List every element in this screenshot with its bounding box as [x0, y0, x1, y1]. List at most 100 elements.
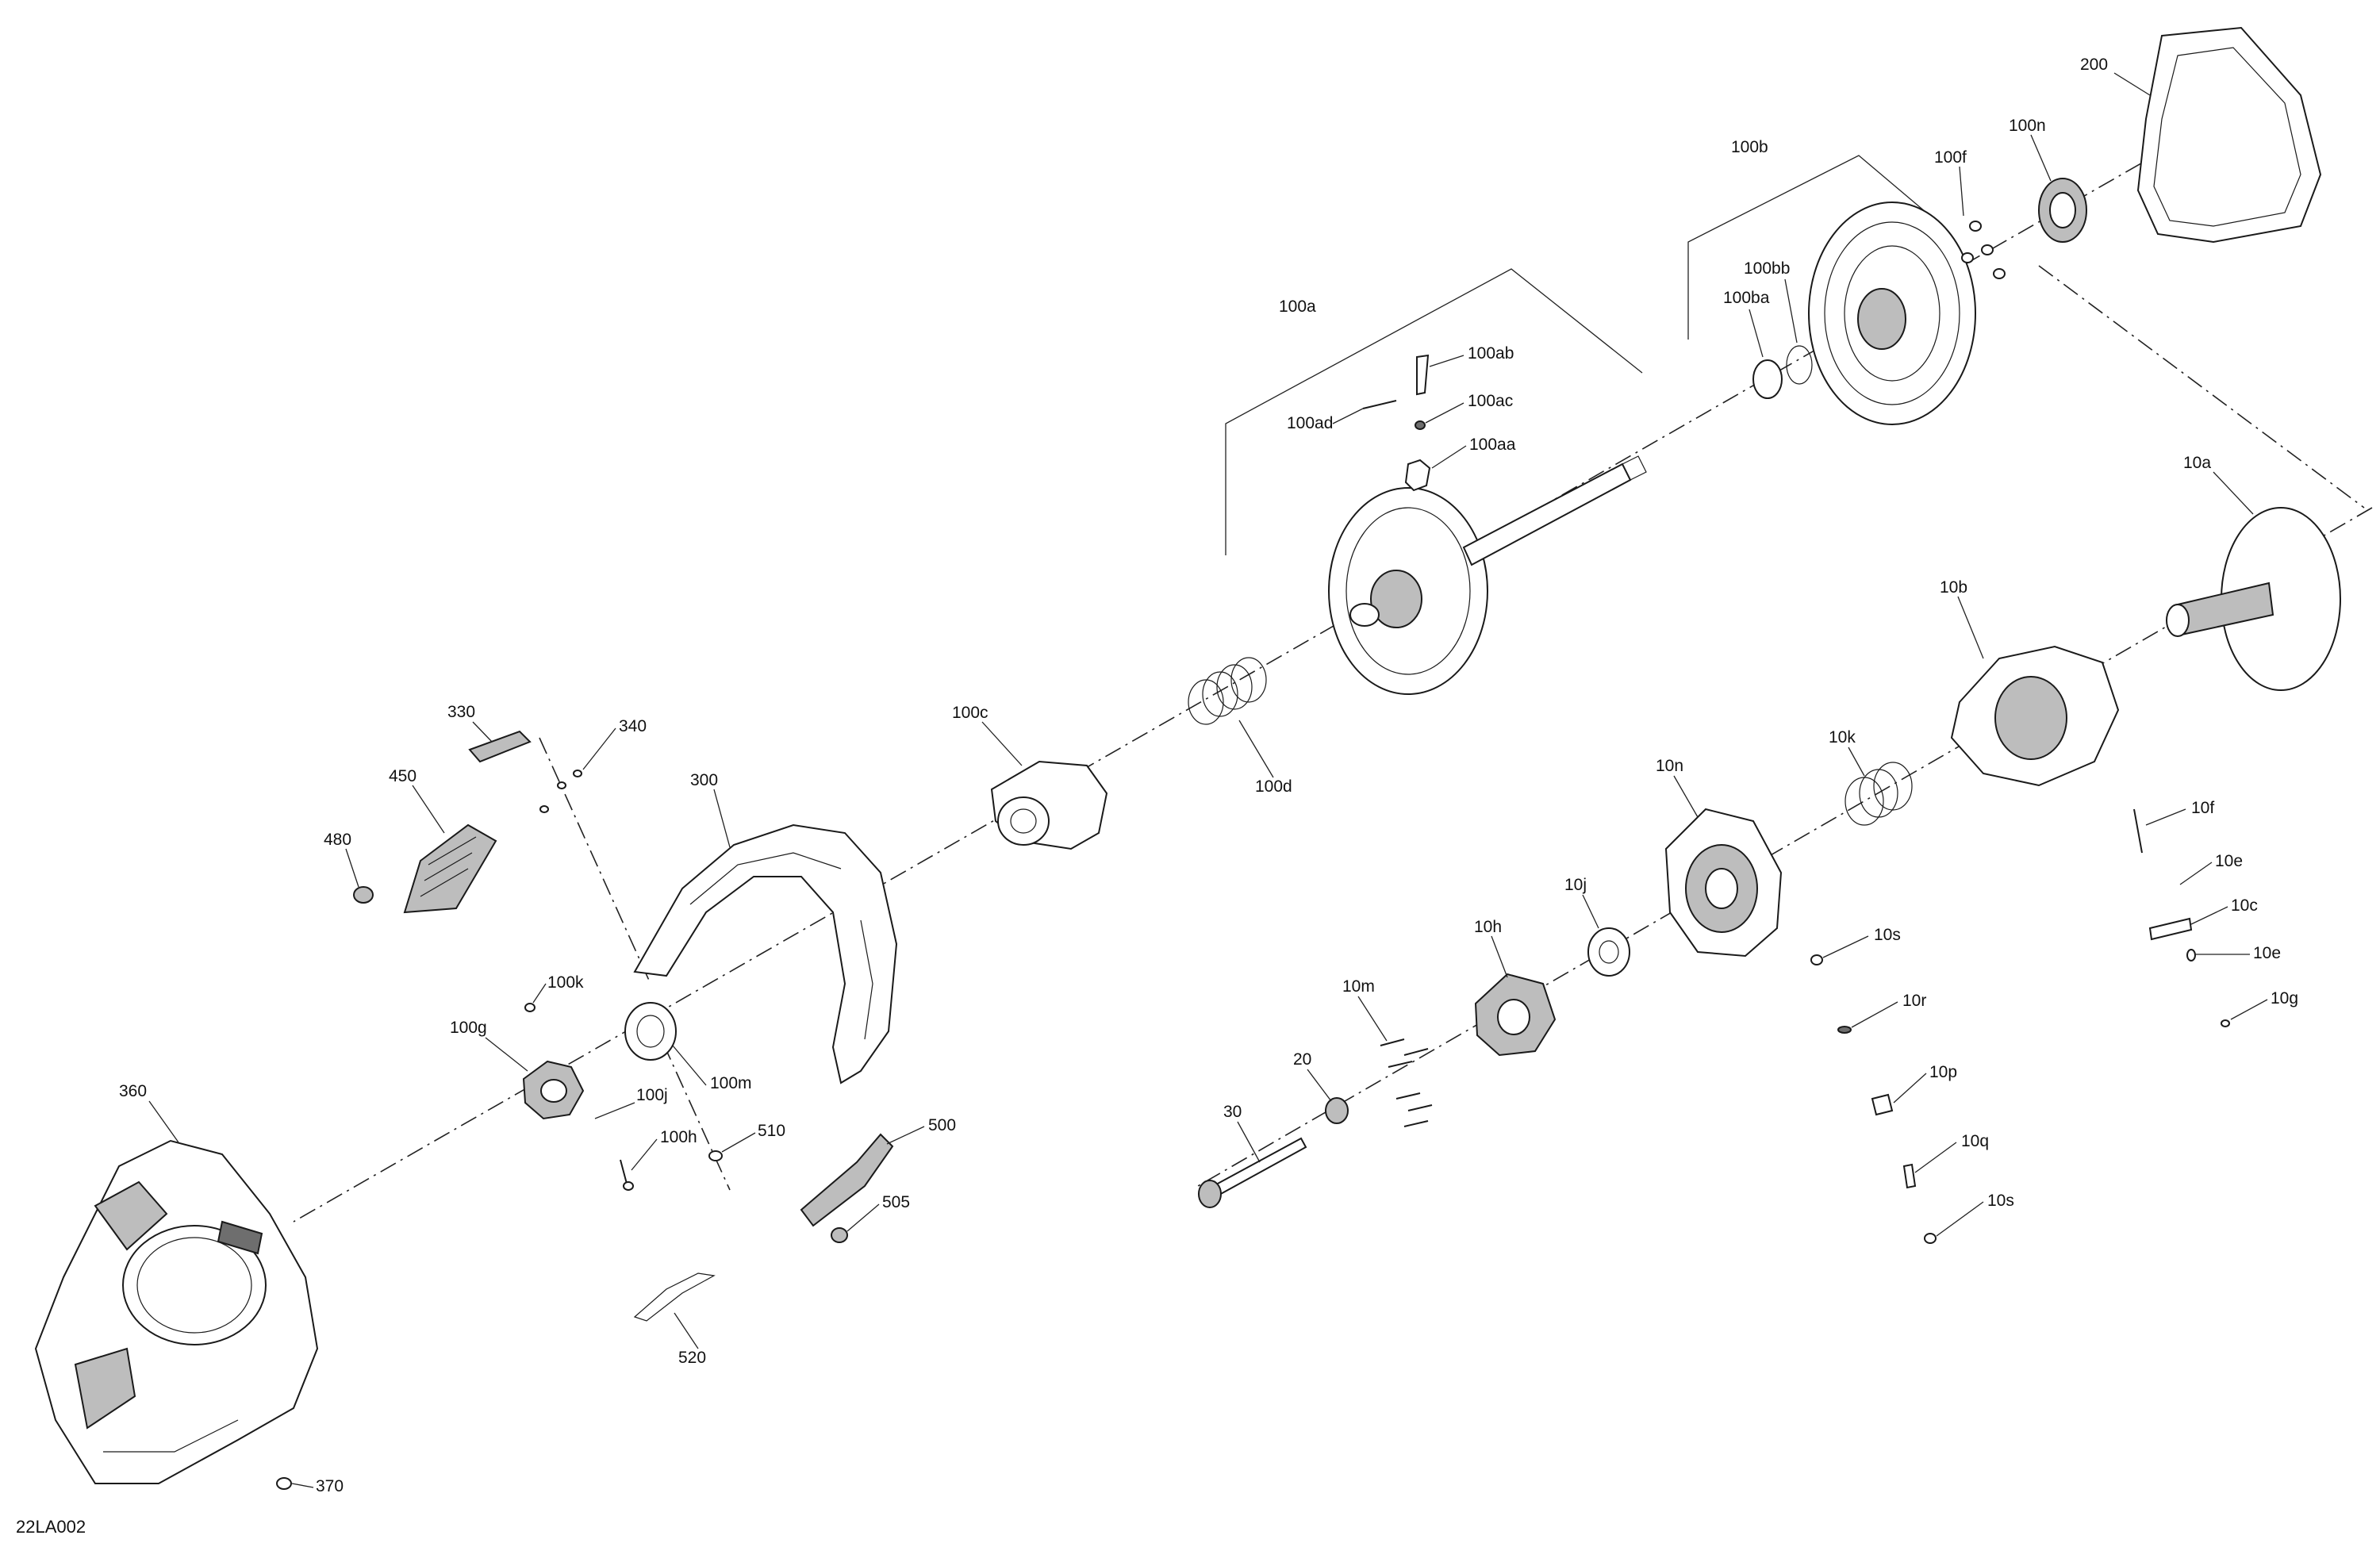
- label-100ab: 100ab: [1468, 344, 1514, 363]
- part-100ab-bolt: [1416, 354, 1430, 396]
- part-100g-nut: [522, 1060, 585, 1120]
- label-510: 510: [758, 1122, 785, 1140]
- leader-100aa-8: [1431, 445, 1467, 469]
- leader-10a-9: [2213, 471, 2254, 515]
- label-200: 200: [2080, 56, 2108, 74]
- part-10p-roller: [1871, 1093, 1894, 1116]
- part-10k-spring: [1844, 762, 1913, 826]
- leader-480-33: [345, 848, 359, 888]
- part-510-screw: [708, 1150, 723, 1161]
- label-10n: 10n: [1656, 757, 1683, 775]
- leader-10s-22: [1936, 1201, 1984, 1237]
- leader-100ac-6: [1425, 402, 1464, 424]
- leader-510-40: [721, 1132, 756, 1153]
- label-100f: 100f: [1934, 148, 1967, 167]
- leader-100ba-4: [1749, 309, 1764, 358]
- leader-10r-19: [1851, 1001, 1898, 1028]
- label-100ba: 100ba: [1723, 289, 1770, 307]
- leader-100k-35: [532, 983, 547, 1004]
- label-10h: 10h: [1474, 918, 1502, 936]
- part-340-screws: [539, 770, 582, 813]
- label-10p: 10p: [1929, 1063, 1957, 1081]
- part-20-washer: [1325, 1097, 1349, 1124]
- label-505: 505: [882, 1193, 910, 1211]
- part-10g-clip: [2221, 1019, 2230, 1027]
- label-100ad: 100ad: [1287, 414, 1333, 432]
- label-100j: 100j: [636, 1086, 668, 1104]
- label-100ac: 100ac: [1468, 392, 1513, 410]
- leader-10f-13: [2145, 808, 2186, 826]
- part-10e-bushings: [2186, 949, 2196, 961]
- leader-100ab-5: [1429, 355, 1464, 367]
- leader-10c-15: [2190, 906, 2228, 925]
- figure-code: 22LA002: [16, 1517, 86, 1537]
- label-10q: 10q: [1961, 1132, 1989, 1150]
- leader-10j-23: [1582, 894, 1599, 929]
- leader-370-45: [291, 1483, 314, 1488]
- label-10b: 10b: [1940, 578, 1967, 597]
- part-520-pin: [633, 1272, 716, 1322]
- label-10r: 10r: [1902, 992, 1926, 1010]
- leader-200-0: [2113, 72, 2151, 96]
- label-100n: 100n: [2009, 117, 2046, 135]
- part-10q-pin: [1902, 1163, 1917, 1189]
- part-100a-sheave-shaft: [1328, 455, 1647, 695]
- label-100a: 100a: [1279, 297, 1316, 316]
- part-10b-spider: [1950, 645, 2120, 787]
- part-labels: 200 100n 100f 100b 100bb 100ba 100a 100a…: [16, 56, 2298, 1537]
- part-100n-bearing: [2038, 178, 2087, 243]
- part-10c-weight: [2148, 917, 2193, 941]
- part-505-nut: [831, 1227, 848, 1243]
- part-10f-pin: [2133, 808, 2143, 854]
- part-100b-sheave: [1808, 202, 1976, 425]
- part-10s-washers: [1810, 954, 1937, 1244]
- part-100ac-ring: [1415, 420, 1426, 430]
- leader-450-32: [412, 785, 445, 834]
- part-10a-sheave: [2166, 507, 2341, 691]
- part-360-housing: [34, 1139, 319, 1484]
- label-100d: 100d: [1255, 777, 1292, 796]
- part-10j-washer: [1587, 927, 1630, 977]
- part-100ad-pin: [1362, 400, 1397, 409]
- leader-100f-2: [1959, 166, 1964, 217]
- label-340: 340: [619, 717, 647, 735]
- label-10k: 10k: [1829, 728, 1856, 747]
- label-330: 330: [447, 703, 475, 721]
- label-520: 520: [678, 1349, 706, 1367]
- label-100g: 100g: [450, 1019, 487, 1037]
- leader-100d-29: [1238, 720, 1274, 778]
- part-500-latch: [800, 1133, 894, 1227]
- leader-10s-18: [1822, 935, 1869, 958]
- leader-10k-11: [1848, 747, 1865, 777]
- part-100bb-ring: [1786, 345, 1813, 385]
- part-30-bolt: [1198, 1137, 1307, 1208]
- label-10f: 10f: [2191, 799, 2214, 817]
- leader-100h-39: [631, 1138, 658, 1171]
- leader-10n-12: [1673, 775, 1699, 818]
- label-20: 20: [1293, 1050, 1311, 1069]
- part-330-bracket: [468, 730, 532, 763]
- label-100bb: 100bb: [1744, 259, 1790, 278]
- part-100f-screws: [1961, 221, 2006, 279]
- part-480-screw: [353, 886, 374, 904]
- label-100h: 100h: [660, 1128, 697, 1146]
- leader-360-44: [148, 1100, 179, 1143]
- leader-100n-1: [2030, 134, 2052, 182]
- part-300-cover: [633, 823, 898, 1084]
- label-10g: 10g: [2271, 989, 2298, 1008]
- leader-300-34: [713, 789, 731, 848]
- label-100aa: 100aa: [1469, 436, 1516, 454]
- leader-505-42: [846, 1203, 880, 1232]
- leader-10e-14: [2179, 862, 2213, 885]
- label-480: 480: [324, 831, 351, 849]
- leader-100m-37: [672, 1045, 707, 1086]
- part-10r-ring: [1837, 1026, 1852, 1034]
- part-200-belt: [2136, 26, 2322, 244]
- leader-100ad-7: [1332, 408, 1364, 424]
- label-370: 370: [316, 1477, 344, 1495]
- label-10s-upper: 10s: [1874, 926, 1901, 944]
- leader-10q-21: [1914, 1142, 1957, 1173]
- label-100c: 100c: [952, 704, 988, 722]
- label-100k: 100k: [547, 973, 584, 992]
